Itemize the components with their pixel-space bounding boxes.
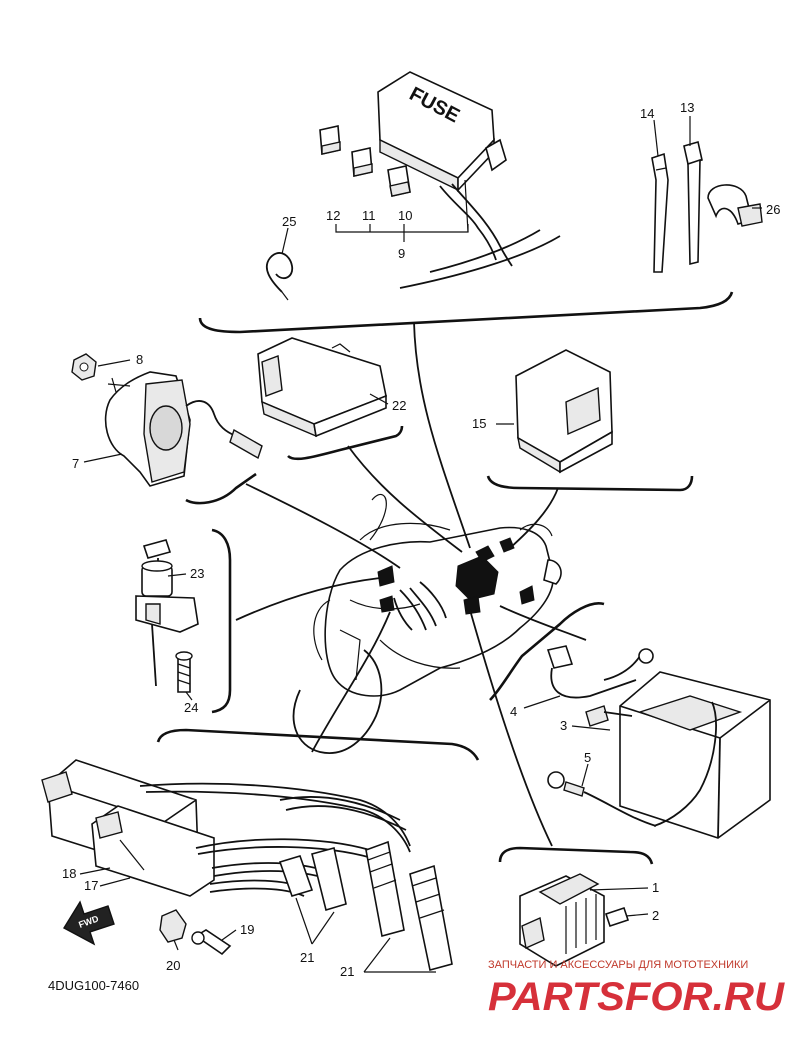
regulator-1	[519, 873, 605, 967]
callout-26: 26	[766, 202, 780, 217]
callout-8: 8	[136, 352, 143, 367]
callout-13: 13	[680, 100, 694, 115]
plug-leads	[139, 782, 411, 897]
callout-21-right: 21	[340, 964, 354, 979]
cable-tie-13	[683, 140, 703, 266]
clip-25	[265, 252, 294, 301]
callout-10: 10	[398, 208, 412, 223]
callout-2: 2	[652, 908, 659, 923]
fuse-10	[387, 165, 411, 197]
callout-3: 3	[560, 718, 567, 733]
horn-7	[104, 371, 191, 487]
screw-19	[191, 929, 232, 956]
main-switch-23	[135, 539, 199, 687]
cable-tie-14	[651, 152, 669, 273]
callout-17: 17	[84, 878, 98, 893]
callout-19: 19	[240, 922, 254, 937]
catalog-code: 4DUG100-7460	[48, 978, 139, 993]
callout-25: 25	[282, 214, 296, 229]
battery-lead-4	[546, 645, 654, 699]
ground-cable-5	[547, 771, 657, 827]
watermark-logo: PARTSFOR.RU	[488, 975, 785, 1019]
callout-14: 14	[640, 106, 654, 121]
callout-23: 23	[190, 566, 204, 581]
callout-5: 5	[584, 750, 591, 765]
callout-7: 7	[72, 456, 79, 471]
battery-3	[585, 671, 771, 839]
relay-15	[515, 349, 613, 474]
holder-20	[159, 909, 187, 943]
callout-12: 12	[326, 208, 340, 223]
screw-2	[604, 906, 630, 928]
fuse-12	[319, 125, 341, 155]
fuse-box: FUSE	[377, 71, 507, 193]
cdi-unit-22	[257, 337, 387, 438]
callout-21-left: 21	[300, 950, 314, 965]
bolt-24	[175, 651, 193, 693]
ignition-coils-17-18	[41, 759, 215, 897]
spark-plug-caps-21	[278, 840, 453, 971]
callout-9: 9	[398, 246, 405, 261]
callout-15: 15	[472, 416, 486, 431]
callout-24: 24	[184, 700, 198, 715]
nut-8	[71, 353, 97, 381]
harness-connectors	[377, 537, 535, 631]
horn-connector	[229, 428, 263, 460]
clamp-26	[707, 184, 763, 227]
fuse-11	[351, 147, 373, 177]
callout-4: 4	[510, 704, 517, 719]
watermark-tagline: ЗАПЧАСТИ И АКСЕССУАРЫ ДЛЯ МОТОТЕХНИКИ	[488, 959, 748, 971]
callout-1: 1	[652, 880, 659, 895]
fwd-arrow: FWD	[63, 900, 115, 946]
callout-22: 22	[392, 398, 406, 413]
callout-18: 18	[62, 866, 76, 881]
callout-leaders	[79, 116, 762, 973]
callout-11: 11	[362, 208, 376, 223]
callout-20: 20	[166, 958, 180, 973]
